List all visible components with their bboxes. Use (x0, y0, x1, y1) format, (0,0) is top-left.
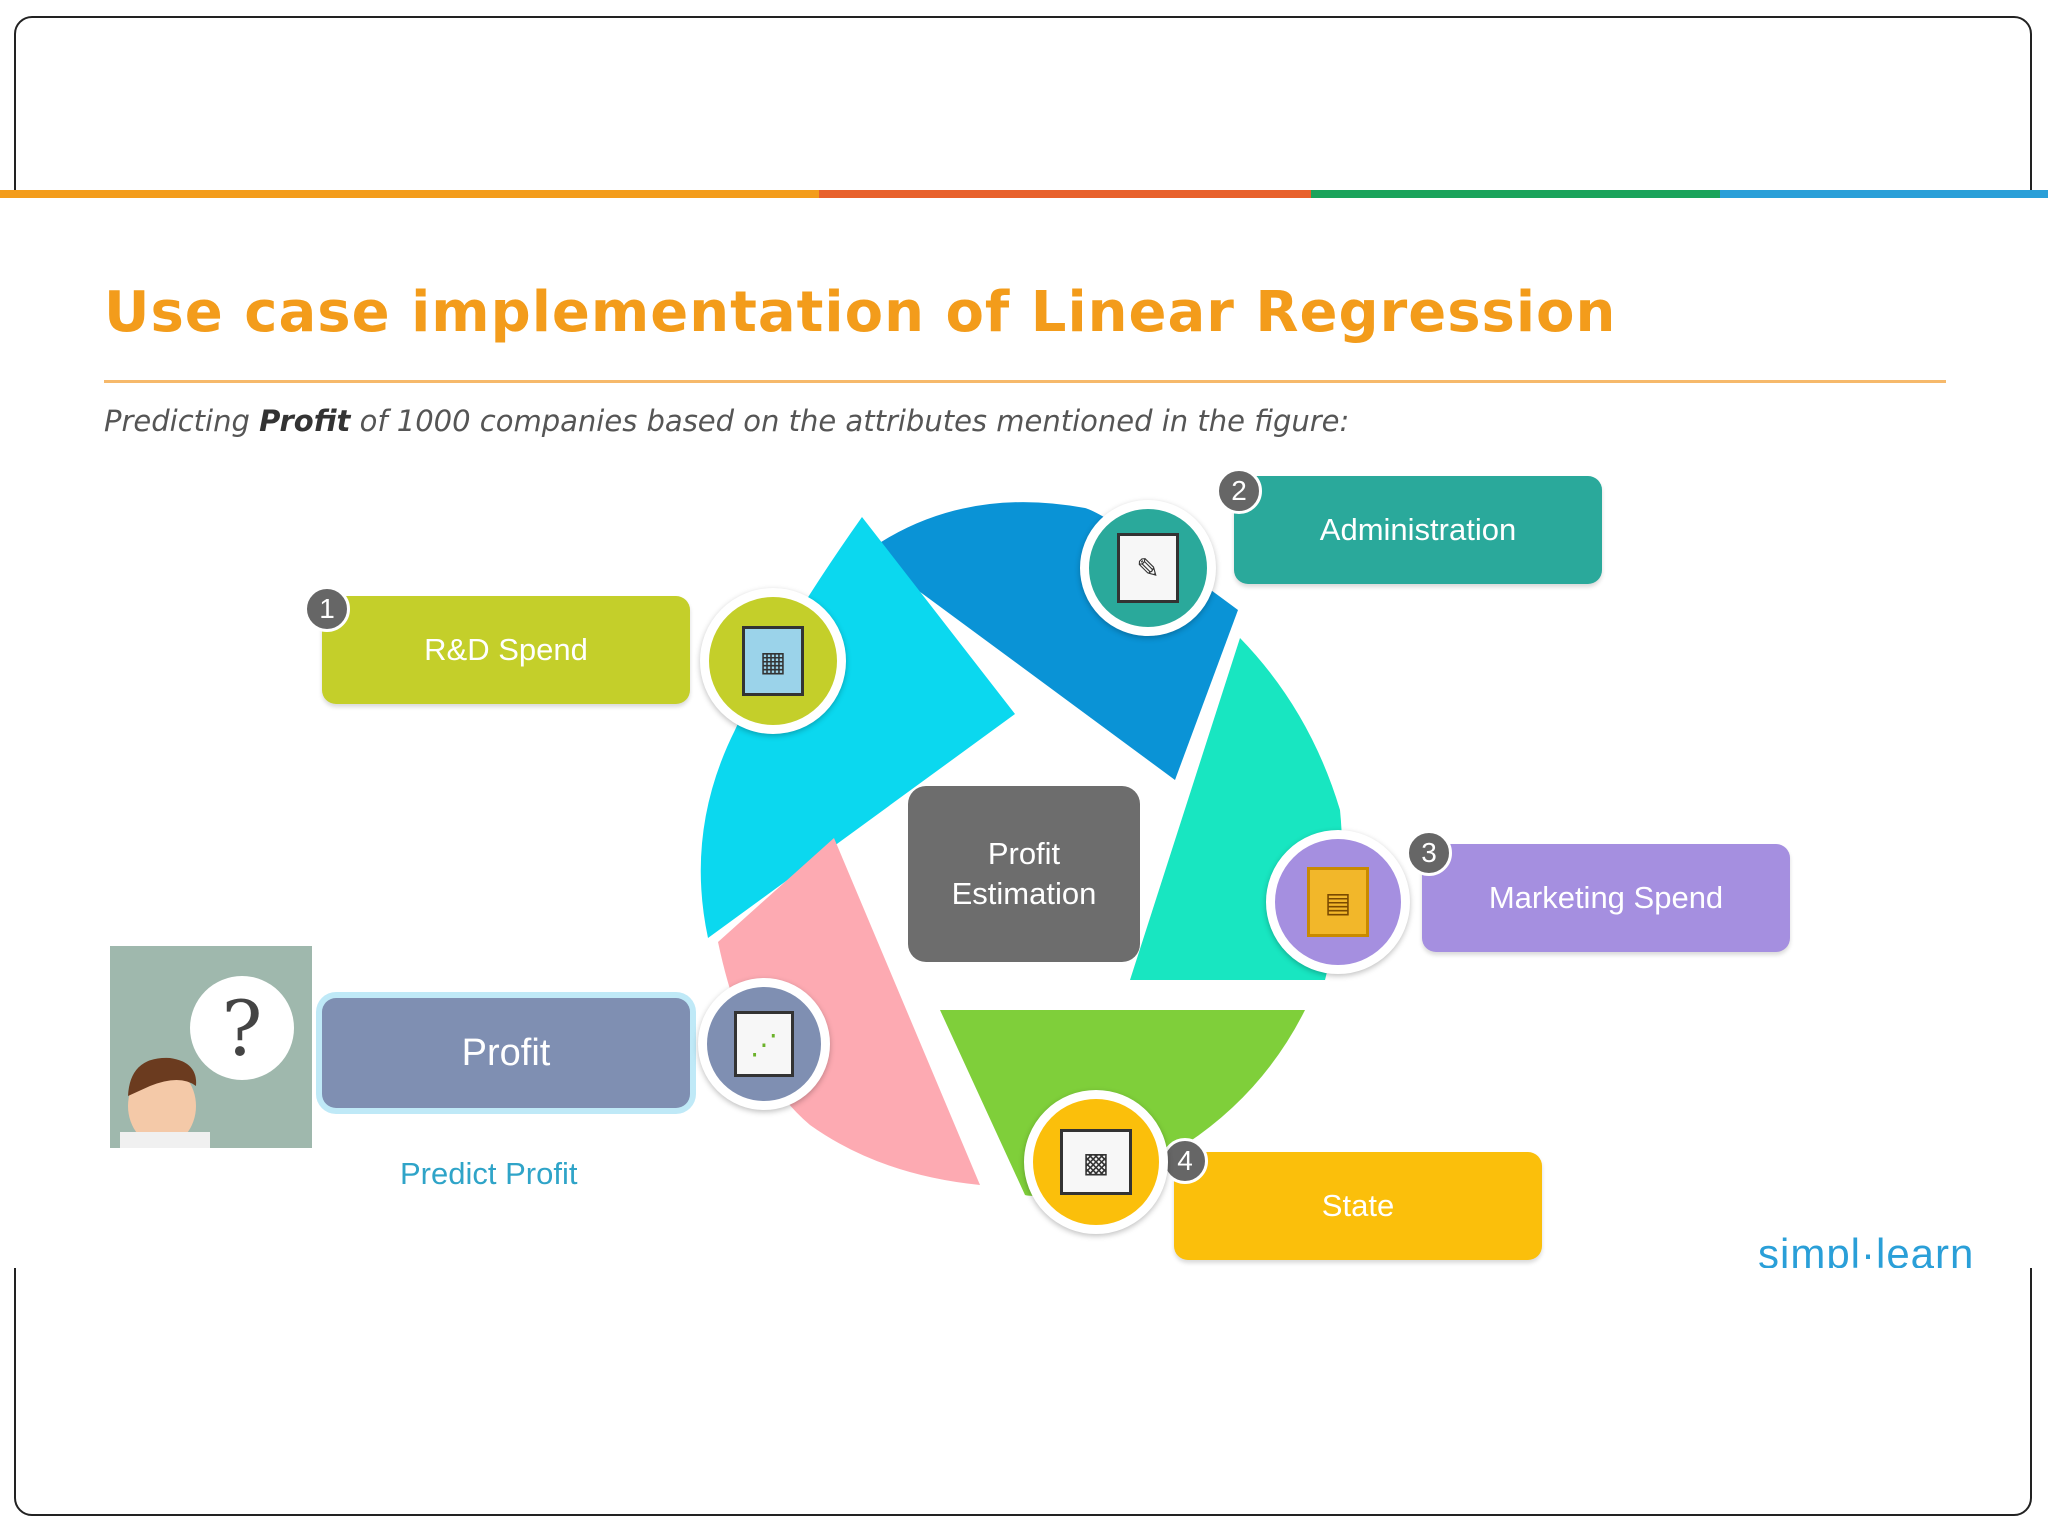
dashboard-monitor-icon: ▦ (700, 588, 846, 734)
slide-subtitle: Predicting Profit of 1000 companies base… (104, 404, 1350, 438)
badge-2: 2 (1216, 468, 1262, 514)
segment-rd-spend (700, 517, 1015, 938)
profit-estimation-box: Profit Estimation (908, 786, 1140, 962)
attribute-rd-spend: R&D Spend (322, 596, 690, 704)
thinking-person-icon: ? (110, 946, 312, 1148)
badge-4: 4 (1162, 1138, 1208, 1184)
color-bar (0, 190, 2048, 198)
marketing-book-icon: ▤ (1266, 830, 1410, 974)
predict-profit-caption: Predict Profit (400, 1156, 578, 1191)
badge-1: 1 (304, 586, 350, 632)
person-figure (120, 1057, 210, 1148)
attribute-administration: Administration (1234, 476, 1602, 584)
slide: Use case implementation of Linear Regres… (0, 190, 2048, 1268)
administration-icon: ✎ (1080, 500, 1216, 636)
attribute-state: State (1174, 1152, 1542, 1260)
us-map-icon: ▩ (1024, 1090, 1168, 1234)
segment-profit (718, 838, 980, 1185)
title-divider (104, 380, 1946, 383)
badge-3: 3 (1406, 830, 1452, 876)
brand-logo: simpl·learn (1758, 1230, 1975, 1268)
target-profit: Profit (322, 998, 690, 1108)
regression-chart-icon: ⋰ (698, 978, 830, 1110)
slide-title: Use case implementation of Linear Regres… (104, 280, 1617, 345)
question-bubble-icon: ? (190, 976, 294, 1080)
attribute-marketing-spend: Marketing Spend (1422, 844, 1790, 952)
